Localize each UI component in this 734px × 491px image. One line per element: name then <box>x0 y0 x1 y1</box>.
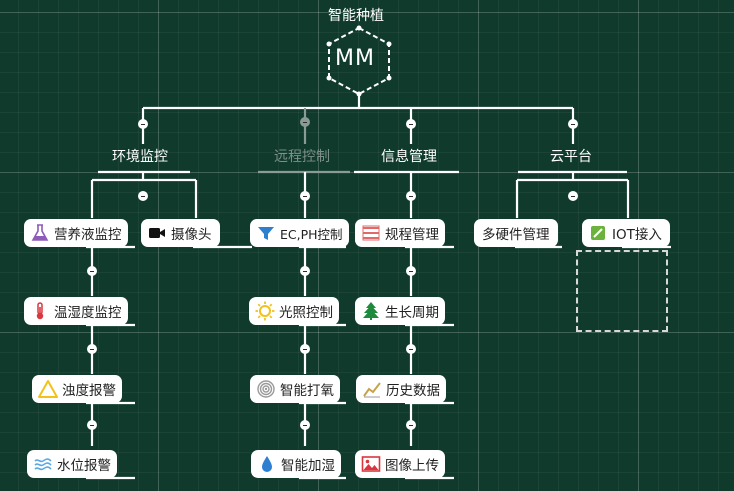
node-rules-management[interactable]: 规程管理 <box>355 219 445 247</box>
node-label: 营养液监控 <box>54 227 122 243</box>
water-wave-icon <box>32 453 54 475</box>
node-light-control[interactable]: 光照控制 <box>249 297 339 325</box>
node-label: 水位报警 <box>57 458 111 474</box>
collapse-temp-button[interactable] <box>87 344 97 354</box>
collapse-oxygen-button[interactable] <box>300 420 310 430</box>
thermometer-icon <box>29 300 51 322</box>
node-smart-humidify[interactable]: 智能加湿 <box>251 450 341 478</box>
collapse-rules-button[interactable] <box>406 266 416 276</box>
node-label: 智能打氧 <box>280 383 334 399</box>
collapse-info-button[interactable] <box>406 119 416 129</box>
collapse-nutrient-button[interactable] <box>87 266 97 276</box>
line-chart-icon <box>361 378 383 400</box>
iot-icon <box>587 222 609 244</box>
node-label: 生长周期 <box>385 305 439 321</box>
node-label: 智能加湿 <box>281 458 335 474</box>
node-label: EC,PH控制 <box>280 226 343 242</box>
node-multi-hardware[interactable]: 多硬件管理 <box>474 219 558 247</box>
collapse-turbidity-button[interactable] <box>87 420 97 430</box>
node-camera[interactable]: 摄像头 <box>141 219 220 247</box>
node-iot-access[interactable]: IOT接入 <box>582 219 670 247</box>
concentric-circles-icon <box>255 378 277 400</box>
node-label: 摄像头 <box>171 227 212 243</box>
category-remote-control[interactable]: 远程控制 <box>274 149 330 165</box>
sun-icon <box>254 300 276 322</box>
water-drop-icon <box>256 453 278 475</box>
collapse-ecph-button[interactable] <box>300 266 310 276</box>
category-cloud-platform[interactable]: 云平台 <box>550 149 592 165</box>
collapse-remote-children-button[interactable] <box>300 191 310 201</box>
category-environment[interactable]: 环境监控 <box>112 149 168 165</box>
tree-icon <box>360 300 382 322</box>
node-temp-humidity-monitor[interactable]: 温湿度监控 <box>24 297 128 325</box>
node-label: 光照控制 <box>279 305 333 321</box>
collapse-growth-button[interactable] <box>406 344 416 354</box>
node-label: 图像上传 <box>385 458 439 474</box>
collapse-environment-button[interactable] <box>138 119 148 129</box>
node-label: 温湿度监控 <box>54 305 122 321</box>
node-history-data[interactable]: 历史数据 <box>356 375 446 403</box>
drop-placeholder-box[interactable] <box>576 250 668 332</box>
node-nutrient-monitor[interactable]: 营养液监控 <box>24 219 128 247</box>
collapse-info-children-button[interactable] <box>406 191 416 201</box>
filter-icon <box>255 222 277 244</box>
collapse-cloud-children-button[interactable] <box>568 191 578 201</box>
picture-icon <box>360 453 382 475</box>
video-camera-icon <box>146 222 168 244</box>
node-label: IOT接入 <box>612 227 662 243</box>
category-info-management[interactable]: 信息管理 <box>381 149 437 165</box>
node-growth-cycle[interactable]: 生长周期 <box>355 297 445 325</box>
node-label: 历史数据 <box>386 383 440 399</box>
collapse-remote-button[interactable] <box>300 117 310 127</box>
root-title[interactable]: 智能种植 <box>328 8 384 24</box>
node-ec-ph-control[interactable]: EC,PH控制 <box>250 219 349 247</box>
flask-icon <box>29 222 51 244</box>
node-turbidity-alarm[interactable]: 浊度报警 <box>32 375 122 403</box>
collapse-history-button[interactable] <box>406 420 416 430</box>
node-label: 规程管理 <box>385 227 439 243</box>
collapse-environment-children-button[interactable] <box>138 191 148 201</box>
logo-text[interactable]: MM <box>335 46 375 71</box>
warning-triangle-icon <box>37 378 59 400</box>
node-image-upload[interactable]: 图像上传 <box>355 450 445 478</box>
node-label: 浊度报警 <box>62 383 116 399</box>
collapse-light-button[interactable] <box>300 344 310 354</box>
list-icon <box>360 222 382 244</box>
node-water-level-alarm[interactable]: 水位报警 <box>27 450 117 478</box>
node-smart-oxygenation[interactable]: 智能打氧 <box>250 375 340 403</box>
collapse-cloud-button[interactable] <box>568 119 578 129</box>
node-label: 多硬件管理 <box>482 227 550 243</box>
